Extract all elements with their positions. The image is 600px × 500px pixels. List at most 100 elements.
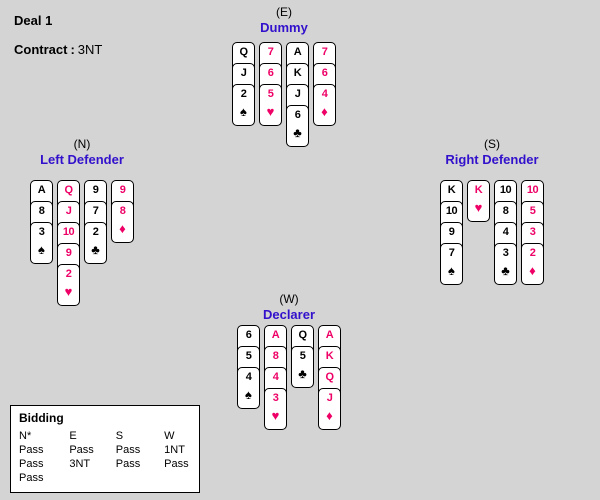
seat-label-west: (W) xyxy=(279,292,299,306)
card-rank: 10 xyxy=(526,184,539,196)
card-rank: 5 xyxy=(267,88,274,100)
hearts-icon: ♥ xyxy=(64,284,73,299)
bid-call xyxy=(116,472,164,486)
card-rank: J xyxy=(294,88,301,100)
card-2-of-hearts[interactable]: 2♥ xyxy=(57,264,80,306)
deal-info: Deal 1 Contract:3NT xyxy=(14,13,102,57)
card-6-of-clubs[interactable]: 6♣ xyxy=(286,105,309,147)
card-3-of-spades[interactable]: 3♠ xyxy=(30,222,53,264)
card-rank: 4 xyxy=(245,371,252,383)
bid-call: Pass xyxy=(164,458,189,470)
seat-label-north: (N) xyxy=(73,137,91,151)
card-rank: A xyxy=(293,46,302,58)
card-rank: 5 xyxy=(245,350,252,362)
card-rank: K xyxy=(293,67,302,79)
card-rank: 6 xyxy=(321,67,328,79)
hand-title-declarer: Declarer xyxy=(262,307,316,322)
card-rank: 3 xyxy=(272,392,279,404)
card-rank: A xyxy=(271,329,280,341)
bidding-seat-header: E xyxy=(69,430,77,442)
bid-call xyxy=(164,472,199,486)
contract-label: Contract xyxy=(14,42,68,57)
card-rank: J xyxy=(326,392,333,404)
card-rank: Q xyxy=(298,329,307,341)
hand-title-dummy: Dummy xyxy=(260,20,308,35)
card-2-of-clubs[interactable]: 2♣ xyxy=(84,222,107,264)
card-rank: Q xyxy=(64,184,73,196)
card-2-of-spades[interactable]: 2♠ xyxy=(232,84,255,126)
hearts-icon: ♥ xyxy=(271,408,280,423)
contract-line: Contract:3NT xyxy=(14,42,102,57)
bidding-seat-header: N* xyxy=(19,430,32,442)
card-rank: 2 xyxy=(240,88,247,100)
card-rank: 6 xyxy=(245,329,252,341)
bid-call: Pass xyxy=(115,444,141,456)
card-rank: K xyxy=(474,184,483,196)
bidding-seat-header: W xyxy=(164,430,175,442)
bid-call xyxy=(69,472,115,486)
card-rank: 10 xyxy=(445,205,458,217)
bid-call: Pass xyxy=(19,458,44,470)
card-5-of-hearts[interactable]: 5♥ xyxy=(259,84,282,126)
card-rank: 8 xyxy=(119,205,126,217)
card-rank: 8 xyxy=(502,205,509,217)
card-rank: 7 xyxy=(267,46,274,58)
card-4-of-diamonds[interactable]: 4♦ xyxy=(313,84,336,126)
clubs-icon: ♣ xyxy=(91,242,100,257)
contract-separator: : xyxy=(70,42,75,57)
card-rank: 10 xyxy=(499,184,512,196)
card-K-of-hearts[interactable]: K♥ xyxy=(467,180,490,222)
card-8-of-diamonds[interactable]: 8♦ xyxy=(111,201,134,243)
card-7-of-spades[interactable]: 7♠ xyxy=(440,243,463,285)
hand-title-left-defender: Left Defender xyxy=(40,152,124,167)
card-J-of-diamonds[interactable]: J♦ xyxy=(318,388,341,430)
card-3-of-clubs[interactable]: 3♣ xyxy=(494,243,517,285)
card-2-of-diamonds[interactable]: 2♦ xyxy=(521,243,544,285)
card-rank: 4 xyxy=(272,371,279,383)
bid-call: Pass xyxy=(115,458,141,470)
card-rank: 7 xyxy=(321,46,328,58)
card-rank: 9 xyxy=(119,184,126,196)
clubs-icon: ♣ xyxy=(501,263,510,278)
card-rank: 7 xyxy=(92,205,99,217)
card-rank: 6 xyxy=(294,109,301,121)
card-rank: J xyxy=(240,67,247,79)
card-rank: 6 xyxy=(267,67,274,79)
card-rank: A xyxy=(325,329,334,341)
card-rank: J xyxy=(65,205,72,217)
card-rank: 2 xyxy=(92,226,99,238)
card-rank: K xyxy=(325,350,334,362)
card-rank: 2 xyxy=(529,247,536,259)
card-rank: Q xyxy=(325,371,334,383)
diamonds-icon: ♦ xyxy=(321,104,328,119)
card-rank: 4 xyxy=(502,226,509,238)
card-rank: 9 xyxy=(92,184,99,196)
card-rank: 7 xyxy=(448,247,455,259)
card-rank: 8 xyxy=(272,350,279,362)
card-rank: 3 xyxy=(529,226,536,238)
clubs-icon: ♣ xyxy=(293,125,302,140)
spades-icon: ♠ xyxy=(448,263,455,278)
bid-call: Pass xyxy=(19,472,44,484)
card-rank: 9 xyxy=(448,226,455,238)
seat-label-east: (E) xyxy=(276,5,292,19)
card-rank: 2 xyxy=(65,268,72,280)
card-4-of-spades[interactable]: 4♠ xyxy=(237,367,260,409)
card-3-of-hearts[interactable]: 3♥ xyxy=(264,388,287,430)
spades-icon: ♠ xyxy=(240,104,247,119)
hearts-icon: ♥ xyxy=(474,200,483,215)
card-5-of-clubs[interactable]: 5♣ xyxy=(291,346,314,388)
card-rank: Q xyxy=(239,46,248,58)
card-rank: 3 xyxy=(38,226,45,238)
deal-label: Deal 1 xyxy=(14,13,53,28)
card-rank: 8 xyxy=(38,205,45,217)
bid-call: 3NT xyxy=(69,458,91,470)
spades-icon: ♠ xyxy=(38,242,45,257)
bidding-row: Pass 3NT Pass Pass xyxy=(19,458,199,472)
